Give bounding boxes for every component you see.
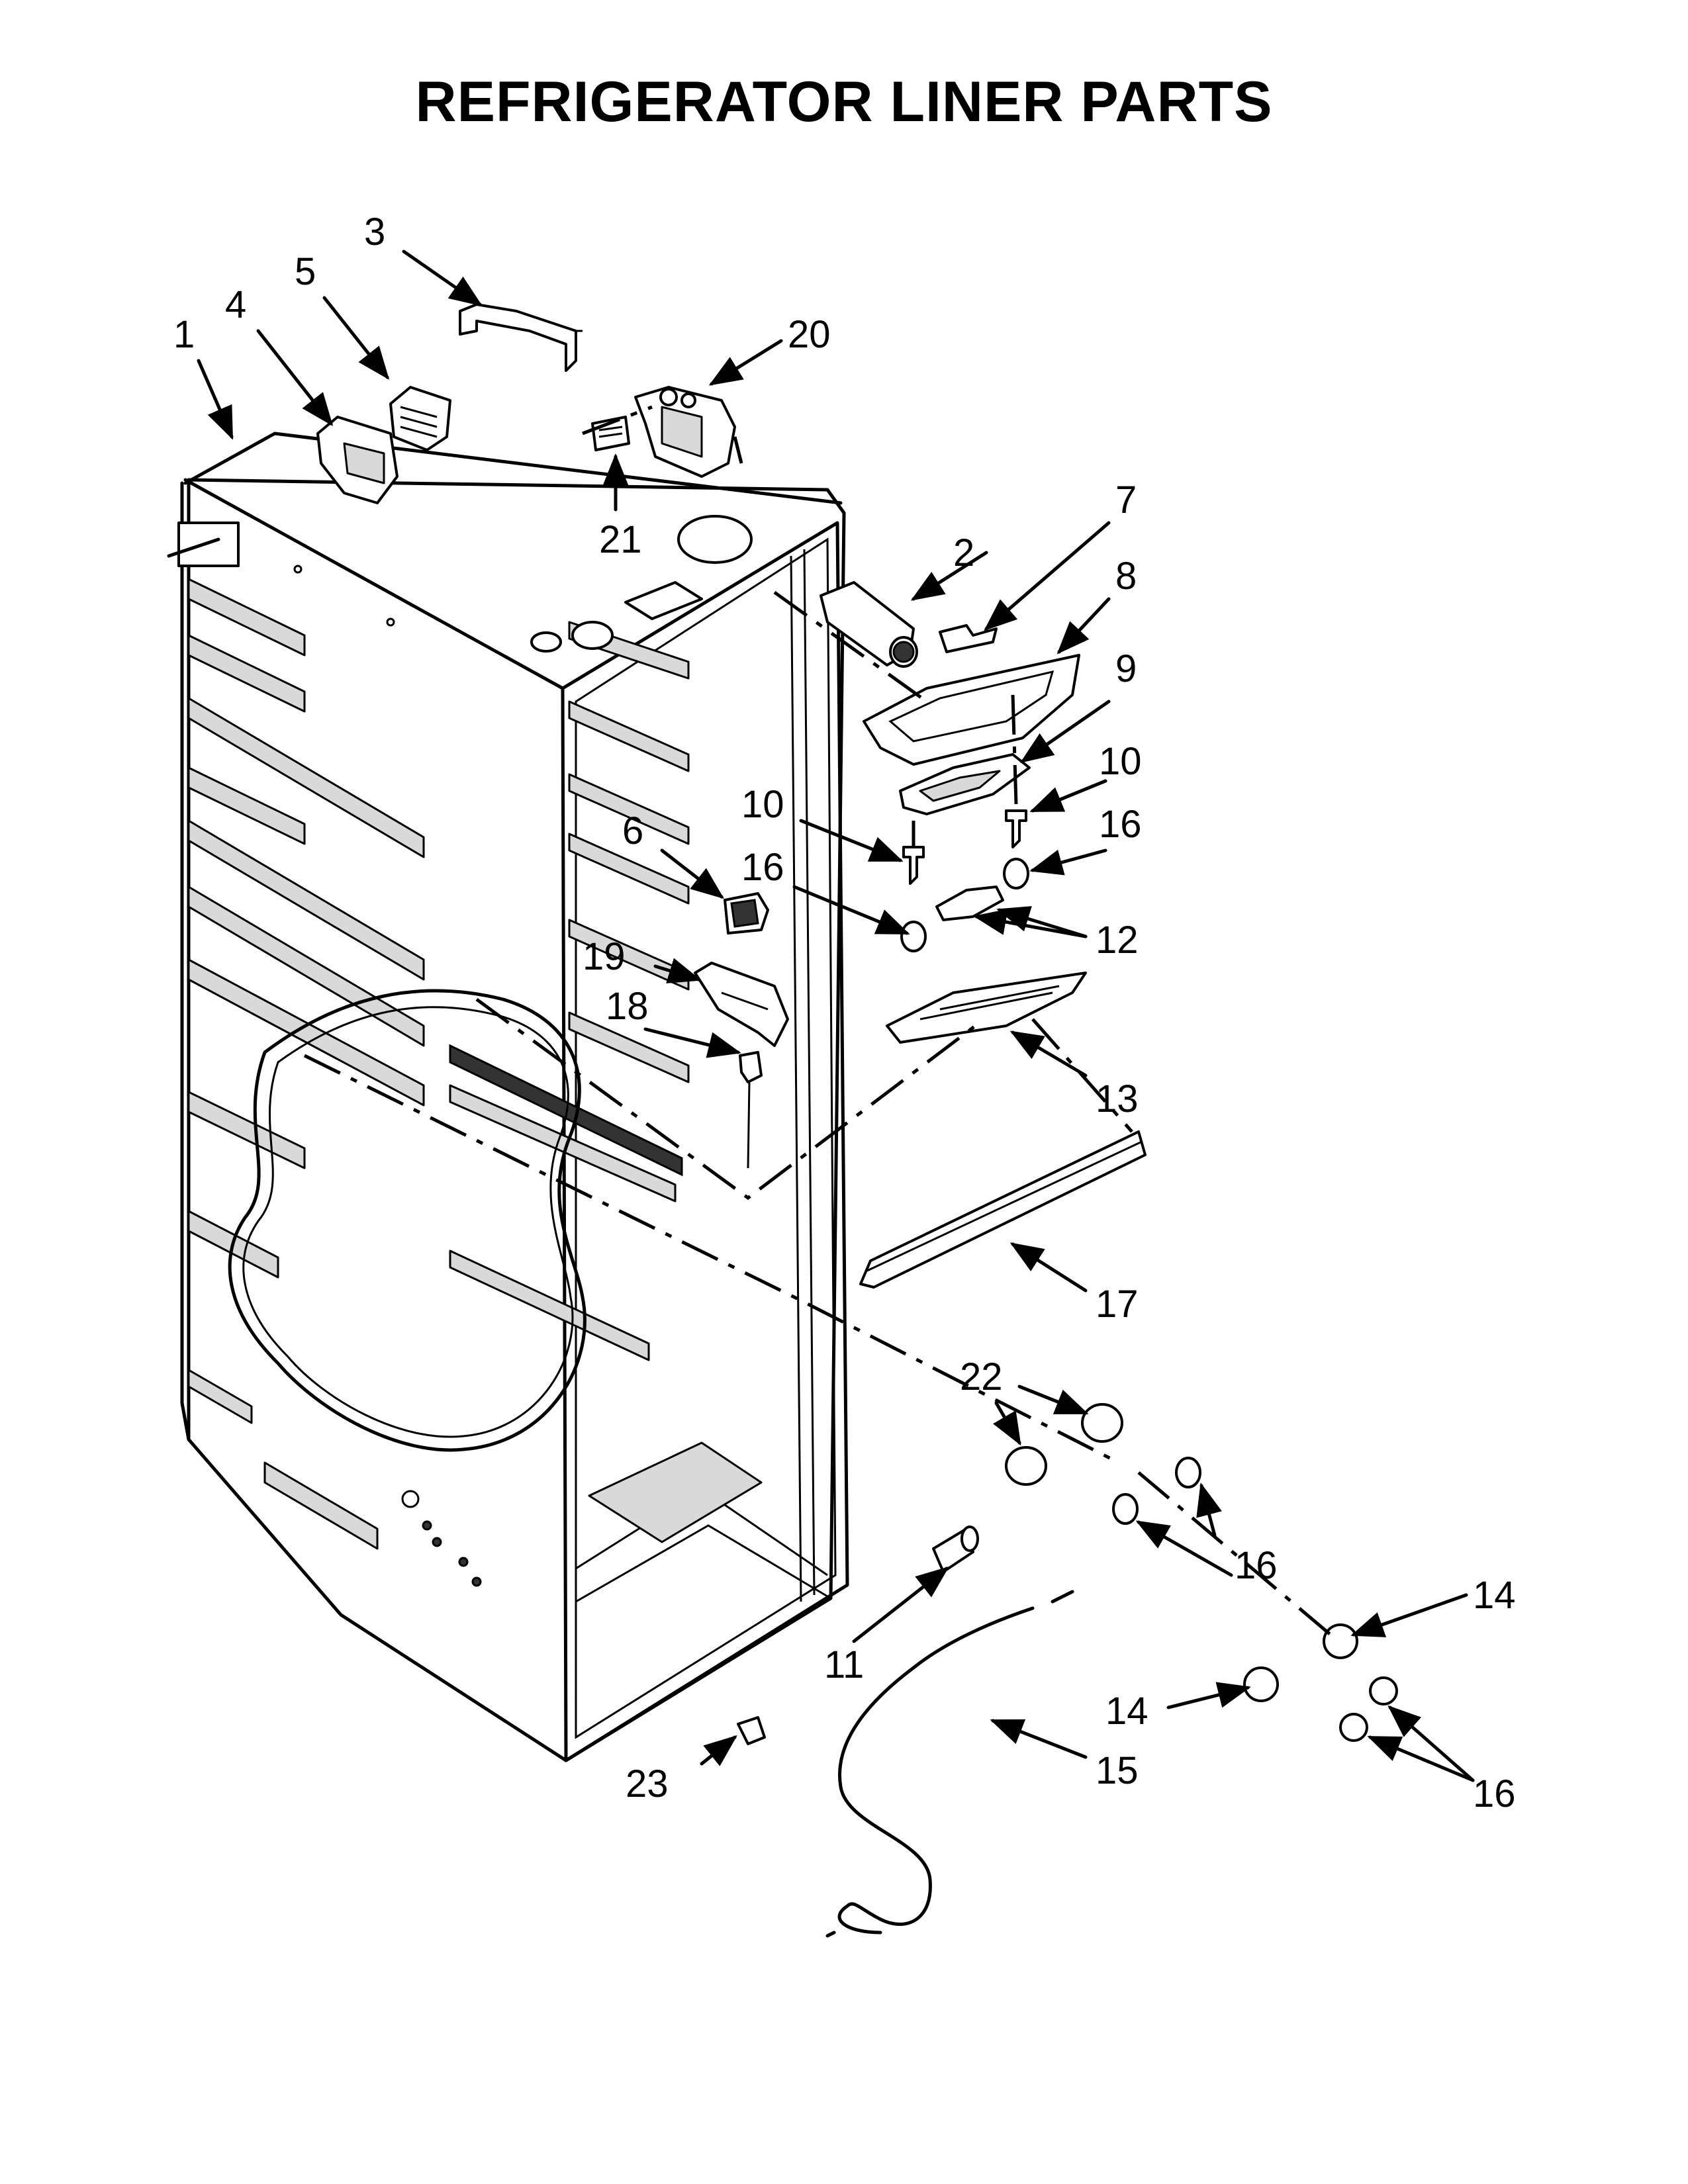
callout-11: 11 xyxy=(824,1643,864,1686)
callout-1: 1 xyxy=(173,313,195,356)
callout-2: 2 xyxy=(953,531,974,574)
callout-16b: 16 xyxy=(1099,803,1142,846)
callout-19: 19 xyxy=(583,935,626,978)
callout-15: 15 xyxy=(1096,1749,1139,1792)
part-22-caps xyxy=(1005,1403,1123,1486)
callout-9: 9 xyxy=(1115,647,1137,690)
part-19-housing xyxy=(694,962,789,1047)
callout-22: 22 xyxy=(960,1355,1003,1398)
callout-21: 21 xyxy=(599,518,642,561)
diagram-title: REFRIGERATOR LINER PARTS xyxy=(415,70,1273,134)
callout-labels: 1 2 3 4 5 6 7 8 9 10 10 11 12 13 14 14 1… xyxy=(173,210,1516,1815)
callout-12: 12 xyxy=(1096,919,1139,962)
part-10-screw-right xyxy=(1005,809,1027,848)
part-11-fitting xyxy=(932,1525,979,1573)
part-20-control xyxy=(634,386,736,478)
callout-17: 17 xyxy=(1096,1283,1139,1326)
part-16-bulbs-upper xyxy=(900,858,1029,952)
part-16-bulbs-middle xyxy=(1112,1457,1201,1525)
part-16-bulbs-lower xyxy=(1339,1676,1398,1742)
part-18-sensor xyxy=(739,1051,763,1169)
part-23-plug xyxy=(737,1716,766,1745)
part-4-housing xyxy=(316,416,399,504)
callout-6: 6 xyxy=(622,809,643,852)
part-13-cover xyxy=(886,972,1087,1044)
callout-23: 23 xyxy=(626,1762,669,1805)
callout-3: 3 xyxy=(364,210,385,253)
part-17-rail xyxy=(859,1130,1147,1289)
callout-16a: 16 xyxy=(741,846,784,889)
part-2-filter xyxy=(820,581,918,668)
part-5-grille xyxy=(389,386,451,451)
assembly-lines xyxy=(303,405,1332,1636)
callout-7: 7 xyxy=(1115,478,1137,522)
callout-14b: 14 xyxy=(1105,1690,1149,1733)
callout-20: 20 xyxy=(788,313,831,356)
part-3-cover xyxy=(459,303,583,372)
part-15-tube xyxy=(825,1590,1074,1938)
part-9-lens xyxy=(899,753,1031,815)
liner-body xyxy=(167,432,849,1762)
part-12-socket xyxy=(935,886,1004,921)
callout-5: 5 xyxy=(295,250,316,293)
callout-10b: 10 xyxy=(1099,740,1142,783)
part-8-housing xyxy=(863,654,1080,766)
callout-16c: 16 xyxy=(1235,1544,1278,1587)
part-6-switch xyxy=(724,892,769,934)
callout-8: 8 xyxy=(1115,555,1137,598)
part-10-screw-left xyxy=(902,846,925,885)
leader-arrows xyxy=(197,250,1475,1782)
callout-4: 4 xyxy=(225,283,246,326)
callout-10a: 10 xyxy=(741,783,784,826)
callout-13: 13 xyxy=(1096,1077,1139,1120)
callout-14a: 14 xyxy=(1473,1574,1516,1617)
callout-18: 18 xyxy=(606,985,649,1028)
callout-16d: 16 xyxy=(1473,1772,1516,1815)
part-14-grommets xyxy=(1243,1623,1358,1702)
